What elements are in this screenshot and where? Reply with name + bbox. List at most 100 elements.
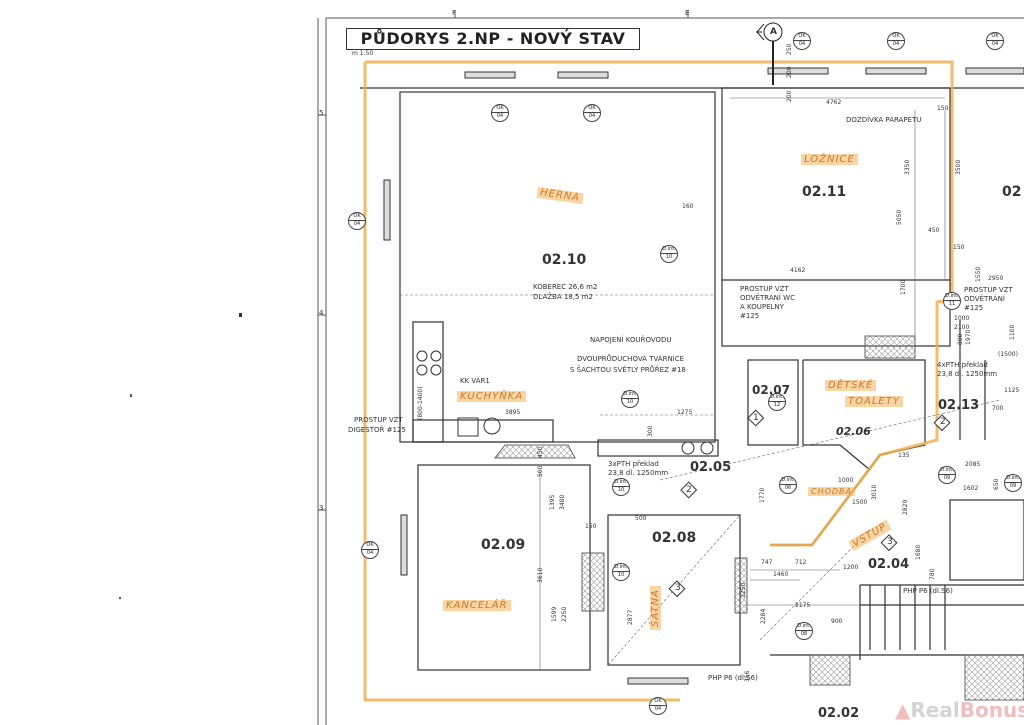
room-02-11-label: 02.11 <box>802 184 847 200</box>
dimension-value: (1500) <box>998 351 1018 358</box>
door-tag: D.int.09 <box>1004 474 1022 492</box>
dimension-value: 135 <box>898 452 910 459</box>
stair-mark: 3 <box>675 583 681 593</box>
annotation-kourovod: NAPOJENÍ KOUŘOVODU <box>590 336 672 344</box>
stair-mark: 1 <box>753 413 759 423</box>
dimension-value: 3480 <box>559 494 566 510</box>
scale-label: m 1:50 <box>352 50 374 57</box>
room-02-11-note: LOŽNICE <box>801 154 858 165</box>
dimension-value: 2284 <box>760 608 767 624</box>
room-02-10-carpet: KOBEREC 26,6 m2 <box>533 283 598 291</box>
dimension-value: 2175 <box>795 602 811 609</box>
room-02-10-label: 02.10 <box>542 252 587 268</box>
annotation-prostup-right: ODVĚTRÁNÍ <box>963 295 1006 303</box>
annotation-php-1: PHP P6 (dl.S6) <box>903 587 953 595</box>
masonry <box>494 335 1024 701</box>
dimension-lines <box>400 294 1001 666</box>
room-02-07-outline <box>747 359 799 446</box>
grid-label-e: E <box>685 9 690 17</box>
dimension-value: 3350 <box>904 159 911 175</box>
dimension-value: 747 <box>761 559 773 566</box>
dimension-value: 200 <box>786 90 793 102</box>
grid-label-4: 4 <box>319 309 324 317</box>
annotation-preklad-3: 23,8 dl. 1250mm <box>608 469 669 477</box>
drawing-frame <box>317 10 1024 725</box>
dimension-value: 1770 <box>759 487 766 503</box>
room-02-06-note-2: TOALETY <box>845 396 903 407</box>
kitchen-code: KK VAR1 <box>460 377 490 385</box>
dimension-value: 500 <box>537 465 544 477</box>
drawing-title: PŮDORYS 2.NP - NOVÝ STAV <box>346 28 640 50</box>
room-02-13-label: 02.13 <box>938 398 980 413</box>
dimension-value: 150 <box>937 105 949 112</box>
door-tag: D.int.11 <box>943 292 961 310</box>
scan-speck <box>239 313 242 317</box>
room-02-05-label: 02.05 <box>690 460 732 475</box>
watermark-logo: ▲RealBonus <box>895 698 1024 722</box>
section-label: A <box>770 27 777 37</box>
dimension-value: 1700 <box>900 279 907 295</box>
annotation-tvarnice: S ŠACHTOU SVĚTLÝ PRŮŘEZ #18 <box>570 366 686 374</box>
scan-speck <box>119 597 121 599</box>
annotation-prostup-digestor: DIGESTOŘ #125 <box>348 426 406 434</box>
dimension-value: 1200 <box>843 564 859 571</box>
dimension-value: 1275 <box>677 409 693 416</box>
dimension-value: 300 <box>647 425 654 437</box>
annotation-preklad-4: 4xPTH překlad <box>937 361 988 369</box>
annotation-prostup-right: #125 <box>963 304 985 312</box>
room-02-08-label: 02.08 <box>652 530 697 546</box>
door-tag: D.int.09 <box>938 466 956 484</box>
dimension-value: 712 <box>795 559 807 566</box>
stair-diamonds <box>668 409 951 598</box>
dimension-value: 450 <box>928 227 940 234</box>
stair-mark: 3 <box>887 537 893 547</box>
door-tag: D.int.08 <box>795 622 813 640</box>
dimension-value: 2877 <box>627 609 634 625</box>
door-tag: D.int.10 <box>660 245 678 263</box>
annotation-php-2: PHP P6 (dl.S6) <box>708 674 758 682</box>
dimension-value: 150 <box>953 244 965 251</box>
stair-mark: 2 <box>686 485 692 495</box>
kitchen-note: KUCHYŇKA <box>457 391 527 402</box>
door-tag: D.int.10 <box>612 478 630 496</box>
fixtures <box>416 350 714 455</box>
dimension-value: 1970 <box>965 329 972 345</box>
dimension-value: 1460 <box>773 571 789 578</box>
room-02-12-label: 02 <box>1002 184 1022 200</box>
dimension-value: 2829 <box>902 499 909 515</box>
door-tag: D.int.12 <box>768 393 786 411</box>
room-02-02-label: 02.02 <box>818 706 860 721</box>
dimension-value: 2250 <box>561 606 568 622</box>
grid-label-5: 5 <box>319 109 324 117</box>
apartment-outline-highlight <box>363 60 954 702</box>
kitchen-range: (800-1400) <box>417 386 424 420</box>
scan-speck <box>130 394 132 397</box>
door-tag: D.int.10 <box>612 563 630 581</box>
grid-label-3: 3 <box>319 504 324 512</box>
dimension-value: 1100 <box>1009 324 1016 340</box>
dimension-value: 1680 <box>915 544 922 560</box>
dimension-value: 2085 <box>965 461 981 468</box>
room-02-08-note: ŠATNA <box>650 586 661 630</box>
dimension-value: 1550 <box>975 266 982 282</box>
dimension-value: 356 <box>744 670 751 682</box>
dimension-value: 150 <box>585 523 597 530</box>
corridor-note: CHODBA <box>808 487 856 496</box>
annotation-tvarnice: DVOUPRŮDUCHOVÁ TVÁRNICE <box>577 355 685 363</box>
room-02-09-label: 02.09 <box>481 537 526 553</box>
dimension-value: 160 <box>682 203 694 210</box>
annotation-prostup-wc: ODVĚTRÁNÍ WC <box>740 294 795 302</box>
dimension-value: 1000 <box>838 477 854 484</box>
room-02-10-outline <box>399 91 716 443</box>
dimension-value: 780 <box>929 568 936 580</box>
annotation-prostup-right: PROSTUP VZT <box>963 286 1014 294</box>
dimension-value: 200 <box>786 66 793 78</box>
dimension-value: 1500 <box>852 499 868 506</box>
